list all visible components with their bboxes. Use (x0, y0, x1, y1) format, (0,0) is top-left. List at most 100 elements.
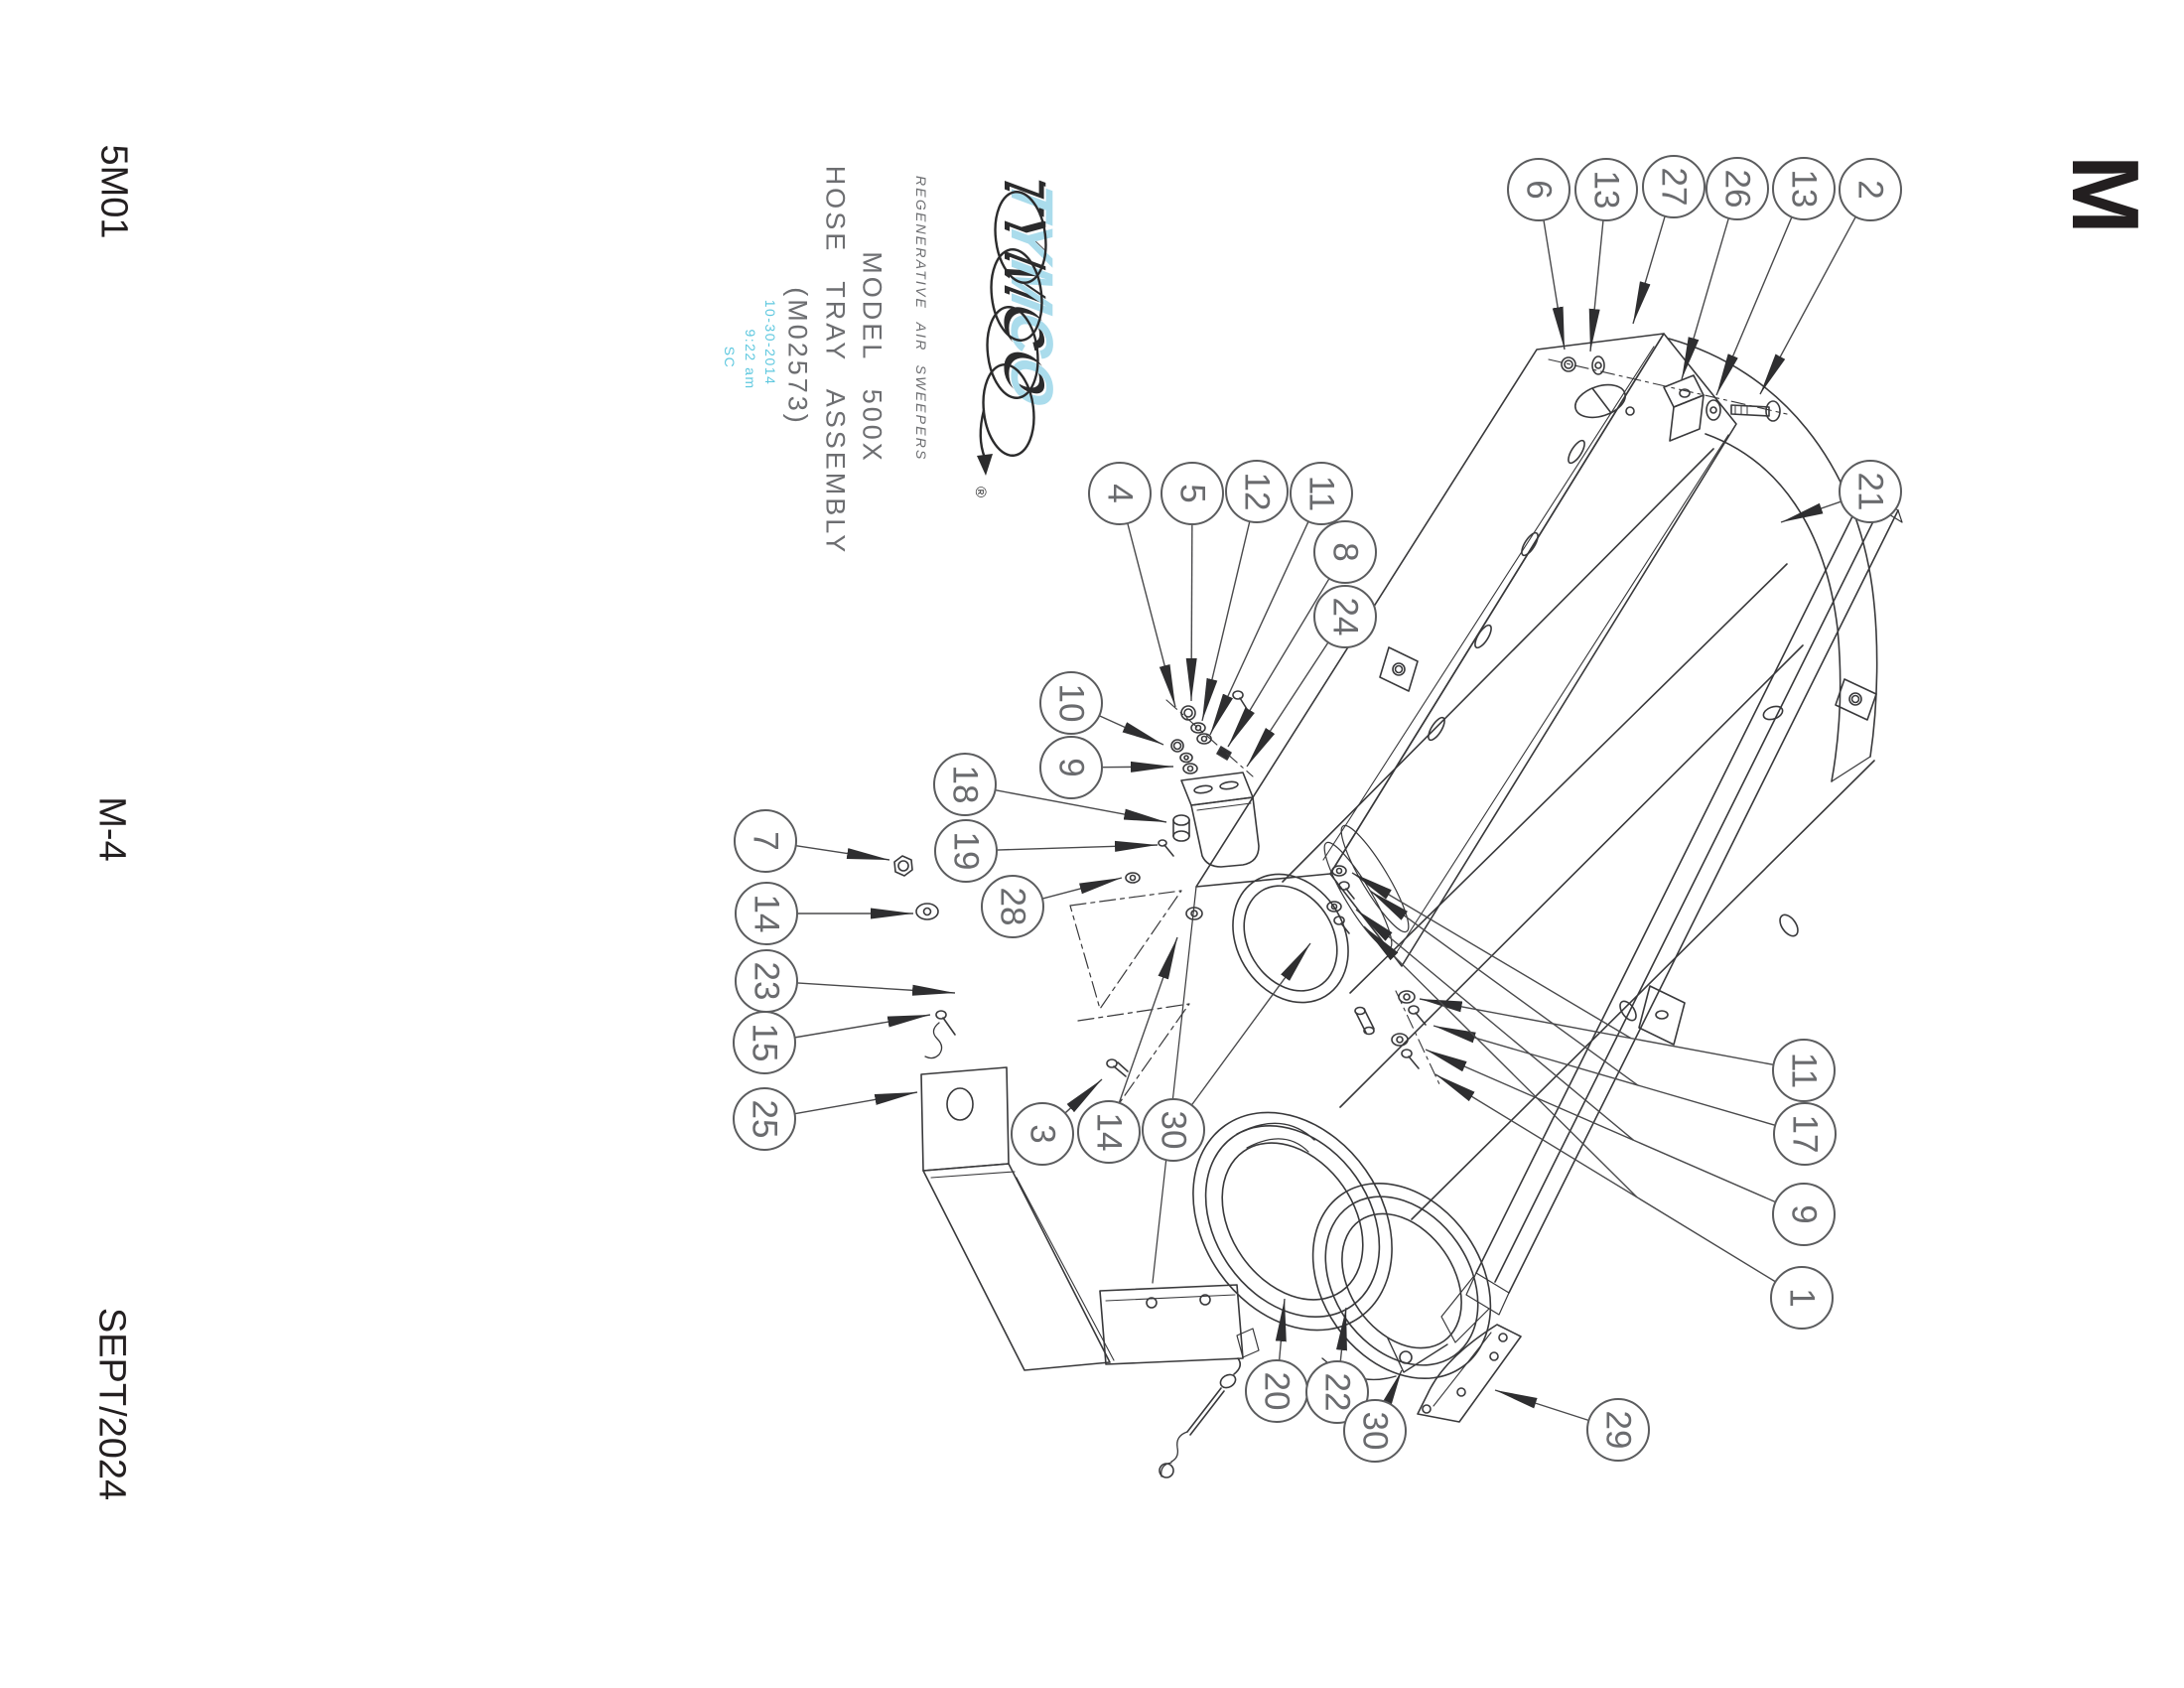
leader-line (1433, 1025, 1776, 1126)
callout-circle (1706, 157, 1769, 220)
callout-number: 17 (1786, 1115, 1825, 1154)
callout-number: 30 (1356, 1412, 1395, 1451)
callout-circle (1077, 1100, 1141, 1164)
leader-line (1588, 219, 1604, 352)
tray-end-flange (1387, 1337, 1448, 1373)
leader-line (794, 1014, 931, 1039)
sidewall-bracket (1354, 646, 1419, 1036)
callout-number: 14 (748, 895, 786, 933)
leader-line (1715, 216, 1793, 396)
tray-sidewall (1329, 333, 1784, 967)
callout-circle (1507, 158, 1570, 221)
angle-bracket (1180, 690, 1260, 868)
callout-number: 29 (1599, 1411, 1638, 1450)
callout-number: 11 (1302, 476, 1341, 511)
leader-line (1246, 641, 1329, 768)
callout-circle (735, 882, 798, 945)
callout-circle (1772, 1039, 1836, 1102)
leader-line (1434, 1073, 1776, 1283)
callout-number: 3 (1024, 1124, 1062, 1143)
elbow-hose (1668, 338, 1878, 782)
callout-number: 18 (946, 766, 985, 804)
leader-line-branch (1363, 925, 1638, 1198)
leader-line (1780, 500, 1842, 523)
hose-upper (1232, 448, 1788, 1004)
right-hardware-cluster (1326, 865, 1427, 1069)
callout-number: 14 (1090, 1113, 1129, 1152)
leader-line (1379, 1369, 1403, 1412)
callout-number: 21 (1851, 473, 1890, 511)
callout-number: 6 (1520, 180, 1559, 199)
callout-circle (1642, 155, 1706, 218)
leader-line (1190, 942, 1311, 1106)
callout-number: 10 (1052, 684, 1091, 723)
leader-line (1543, 219, 1566, 351)
callout-circle (1772, 157, 1836, 220)
callout-circle (733, 1087, 796, 1151)
leader-line (1336, 1307, 1347, 1362)
rail (1440, 490, 1903, 1343)
callout-circle (1773, 1102, 1837, 1166)
top-hardware (1561, 355, 1781, 442)
callout-circle (1313, 520, 1377, 584)
callout-number: 1 (1783, 1288, 1822, 1307)
callout-number: 7 (747, 831, 785, 850)
leader-line (1201, 520, 1251, 722)
mid-hardware-cluster (1125, 705, 1232, 920)
callout-number: 19 (947, 832, 986, 871)
clamp-ring-a (1192, 1111, 1393, 1332)
leader-line (1681, 217, 1729, 380)
leader-line-branch (1369, 890, 1639, 1086)
leader-line-branch (1355, 909, 1634, 1141)
callout-circle (1574, 158, 1638, 221)
callout-circle (1142, 1098, 1205, 1162)
callout-number: 13 (1785, 170, 1824, 209)
callout-circle (1305, 1360, 1369, 1424)
callout-number: 27 (1655, 168, 1694, 207)
callout-circle (1039, 671, 1103, 735)
callout-number: 30 (1155, 1111, 1193, 1150)
callout-circle (1088, 462, 1152, 525)
lanyard (1159, 1357, 1242, 1478)
callout-number: 9 (1052, 758, 1091, 776)
callout-number: 25 (746, 1100, 784, 1139)
left-hardware (893, 855, 1129, 1077)
callout-circle (1772, 1183, 1836, 1246)
callout-number: 24 (1326, 598, 1365, 636)
callout-circle (1770, 1266, 1834, 1330)
leader-line (996, 840, 1159, 852)
callout-circle (1225, 460, 1289, 523)
callout-circle (733, 1011, 796, 1074)
callout-circle (933, 753, 997, 816)
callout-circle (1343, 1399, 1407, 1463)
leader-line (1275, 1298, 1287, 1361)
leader-line (1227, 578, 1330, 748)
hose-lower (1339, 644, 1875, 1220)
callout-number: 11 (1785, 1053, 1824, 1088)
callout-number: 13 (1587, 171, 1626, 210)
leader-line (1098, 715, 1164, 746)
callout-number: 2 (1851, 180, 1890, 199)
callout-circle (1586, 1398, 1650, 1462)
callout-circle (1039, 736, 1103, 799)
leader-line (1425, 1049, 1776, 1203)
callout-circle (1011, 1102, 1074, 1166)
leader-line (1419, 998, 1774, 1066)
leader-line (1127, 522, 1176, 708)
phantom-lines (1069, 890, 1190, 1109)
leader-line (1632, 215, 1666, 325)
leader-line (1494, 1389, 1589, 1422)
callout-circle (734, 809, 797, 873)
leader-line (1041, 877, 1123, 900)
callout-number: 9 (1785, 1204, 1824, 1223)
leader-line (1185, 523, 1197, 702)
leader-line (1064, 1078, 1103, 1114)
leader-line (1101, 761, 1174, 773)
callout-number: 23 (748, 962, 786, 1001)
callout-number: 5 (1173, 484, 1212, 502)
callout-number: 12 (1238, 473, 1277, 511)
hose-guide-bracket (920, 1066, 1260, 1371)
callout-circle (1290, 462, 1353, 525)
